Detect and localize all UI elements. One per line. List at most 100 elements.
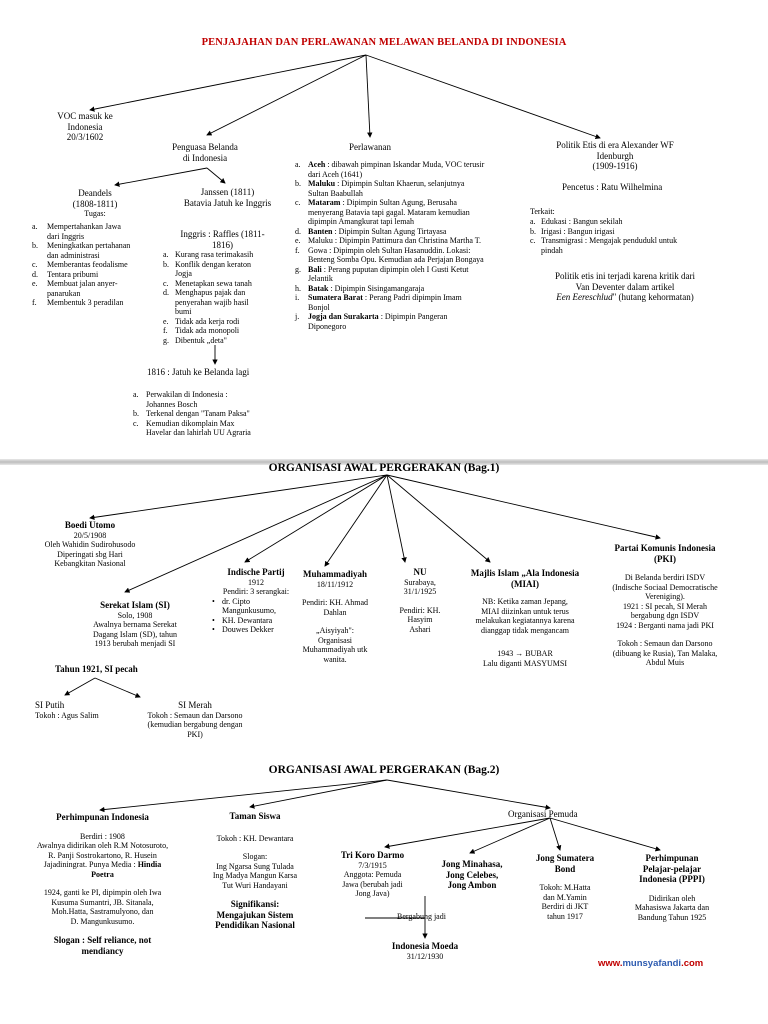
- region-desc: : Perang Padri dipimpin Imam: [362, 293, 462, 302]
- region-desc: : dibawah pimpinan Iskandar Muda, VOC te…: [325, 160, 485, 169]
- region-desc: : Perang puputan dipimpin oleh I Gusti K…: [321, 264, 469, 274]
- list-marker: f.: [163, 326, 168, 335]
- list-line: Jogja: [175, 269, 192, 278]
- list-marker: f.: [295, 245, 300, 255]
- region-desc: Maluku : Dipimpin Pattimura dan Christin…: [308, 236, 482, 245]
- miai-node: Majlis Islam „Ala Indonesia (MIAI) NB: K…: [470, 568, 580, 668]
- list-line: dipimpin Amangkurat tapi lemah: [308, 217, 414, 226]
- perlawanan-item: d.Banten : Dipimpin Sultan Agung Tirtaya…: [295, 227, 525, 237]
- penguasa-node: Penguasa Belanda di Indonesia: [172, 142, 238, 163]
- ip-founder: •KH. Dewantara: [212, 616, 306, 626]
- list-line: Irigasi : Bangun irigasi: [541, 226, 615, 236]
- region-name: Bali: [308, 264, 322, 274]
- si-pecah: Tahun 1921, SI pecah: [55, 664, 138, 674]
- list-line: dari Aceh (1641): [308, 169, 363, 179]
- list-marker: b.: [295, 179, 301, 188]
- region-name: Banten: [308, 226, 333, 236]
- region-name: Mataram: [308, 198, 341, 207]
- etis-node: Politik Etis di era Alexander WF Idenbur…: [556, 140, 674, 171]
- list-item: e.Tidak ada kerja rodi: [163, 317, 288, 327]
- perhimpunan-indonesia-node: Perhimpunan Indonesia Berdiri : 1908 Awa…: [36, 812, 169, 956]
- janssen-node: Janssen (1811) Batavia Jatuh ke Inggris: [183, 187, 272, 208]
- perlawanan-item: a.Aceh : dibawah pimpinan Iskandar Muda,…: [295, 160, 525, 179]
- region-desc: : Dipimpin Pangeran: [378, 312, 448, 321]
- list-line: penyerahan wajib hasil: [175, 297, 249, 307]
- list-item: c. Menetapkan sewa tanah: [163, 279, 288, 289]
- jong-minahasa-node: Jong Minahasa, Jong Celebes, Jong Ambon: [441, 859, 503, 890]
- list-line: Meningkatkan pertahanan: [47, 241, 131, 250]
- list-line: Kurang rasa terimakasih: [175, 250, 254, 259]
- list-marker: a.: [163, 250, 169, 259]
- list-line: Sultan Baabullah: [308, 188, 363, 198]
- list-marker: a.: [32, 222, 38, 231]
- list-item: d. Tentara pribumi: [32, 270, 167, 280]
- perlawanan-item: e.Maluku : Dipimpin Pattimura dan Christ…: [295, 236, 525, 246]
- list-item: c.Transmigrasi : Mengajak pendudukl untu…: [530, 236, 710, 255]
- perlawanan-item: h.Batak : Dipimpin Sisingamangaraja: [295, 284, 525, 294]
- list-item: b.Irigasi : Bangun irigasi: [530, 227, 710, 237]
- list-line: Mangunkusumo,: [222, 606, 276, 615]
- list-line: Membuat jalan anyer-: [47, 279, 118, 288]
- list-marker: e.: [163, 316, 169, 326]
- perlawanan-list: a.Aceh : dibawah pimpinan Iskandar Muda,…: [295, 160, 525, 331]
- list-line: Mempertahankan Jawa: [47, 222, 121, 231]
- list-marker: b.: [163, 259, 169, 269]
- ip-founder: •Douwes Dekker: [212, 625, 306, 635]
- list-marker: c.: [163, 278, 169, 288]
- list-marker: c.: [133, 418, 139, 428]
- list-line: Douwes Dekker: [222, 625, 274, 634]
- region-name: Aceh: [308, 160, 326, 169]
- list-line: Perwakilan di Indonesia :: [146, 390, 228, 399]
- region-name: Jogja dan Surakarta: [308, 312, 379, 321]
- si-putih-node: SI Putih Tokoh : Agus Salim: [35, 700, 99, 720]
- list-line: dari Inggris: [47, 231, 85, 241]
- region-name: Maluku: [308, 179, 336, 188]
- list-line: Tidak ada monopoli: [175, 326, 240, 335]
- perlawanan-title: Perlawanan: [349, 142, 391, 152]
- pki-node: Partai Komunis Indonesia (PKI) Di Beland…: [612, 543, 718, 667]
- list-marker: a.: [133, 390, 139, 399]
- region-desc: : Dipimpin Sisingamangaraja: [328, 283, 425, 293]
- list-marker: d.: [163, 288, 169, 297]
- list-line: Menetapkan sewa tanah: [175, 278, 252, 288]
- list-line: Transmigrasi : Mengajak pendudukl untuk: [541, 236, 678, 245]
- jong-sumatera-node: Jong Sumatera Bond Tokoh: M.Hatta dan M.…: [535, 853, 595, 921]
- section-divider: [0, 459, 768, 465]
- pppi-node: Perhimpunan Pelajar-pelajar Indonesia (P…: [634, 853, 710, 922]
- list-marker: h.: [295, 283, 301, 293]
- list-item: b.Terkenal dengan "Tanam Paksa": [133, 409, 303, 419]
- list-line: dan administrasi: [47, 250, 100, 260]
- nu-node: NU Surabaya, 31/1/1925 Pendiri: KH. Hasy…: [399, 567, 441, 634]
- organisasi-pemuda-node: Organisasi Pemuda: [508, 809, 578, 819]
- list-marker: j.: [295, 312, 300, 321]
- jatuh-list: a.Perwakilan di Indonesia :Johannes Bosc…: [133, 390, 303, 438]
- bergabung-label: Bergabung jadi: [397, 912, 446, 921]
- list-marker: c.: [32, 260, 38, 269]
- si-merah-node: SI Merah Tokoh : Semaun dan Darsono (kem…: [147, 700, 243, 739]
- taman-siswa-node: Taman Siswa Tokoh : KH. Dewantara Slogan…: [212, 811, 298, 930]
- list-line: Tentara pribumi: [47, 269, 99, 279]
- list-line: menyerang Batavia tapi gagal. Mataram ke…: [308, 207, 470, 217]
- list-item: a.Edukasi : Bangun sekilah: [530, 217, 710, 227]
- list-line: pindah: [541, 245, 563, 255]
- voc-node: VOC masuk ke Indonesia 20/3/1602: [57, 111, 113, 142]
- serekat-islam-node: Serekat Islam (SI) Solo, 1908 Awalnya be…: [93, 600, 177, 648]
- muhammadiyah-node: Muhammadiyah 18/11/1912 Pendiri: KH. Ahm…: [302, 569, 368, 664]
- boedi-utomo-node: Boedi Utomo 20/5/1908 Oleh Wahidin Sudir…: [44, 520, 136, 568]
- region-desc: : Dipimpin Sultan Khaerun, selanjutnya: [335, 179, 465, 188]
- perlawanan-item: f.Gowa : Dipimpin oleh Sultan Hasanuddin…: [295, 246, 525, 265]
- section1-title: PENJAJAHAN DAN PERLAWANAN MELAWAN BELAND…: [201, 37, 567, 48]
- list-item: f.Membentuk 3 peradilan: [32, 298, 167, 308]
- raffles-node: Inggris : Raffles (1811- 1816): [180, 229, 265, 250]
- list-line: Kemudian dikomplain Max: [146, 418, 235, 428]
- perlawanan-item: i.Sumatera Barat : Perang Padri dipimpin…: [295, 293, 525, 312]
- daendels-node: Deandels (1808-1811) Tugas:: [72, 188, 118, 218]
- list-marker: d.: [32, 269, 38, 279]
- etis-terkait: Terkait:: [530, 207, 555, 216]
- indische-partij-node: Indische Partij 1912 Pendiri: 3 serangka…: [206, 567, 306, 635]
